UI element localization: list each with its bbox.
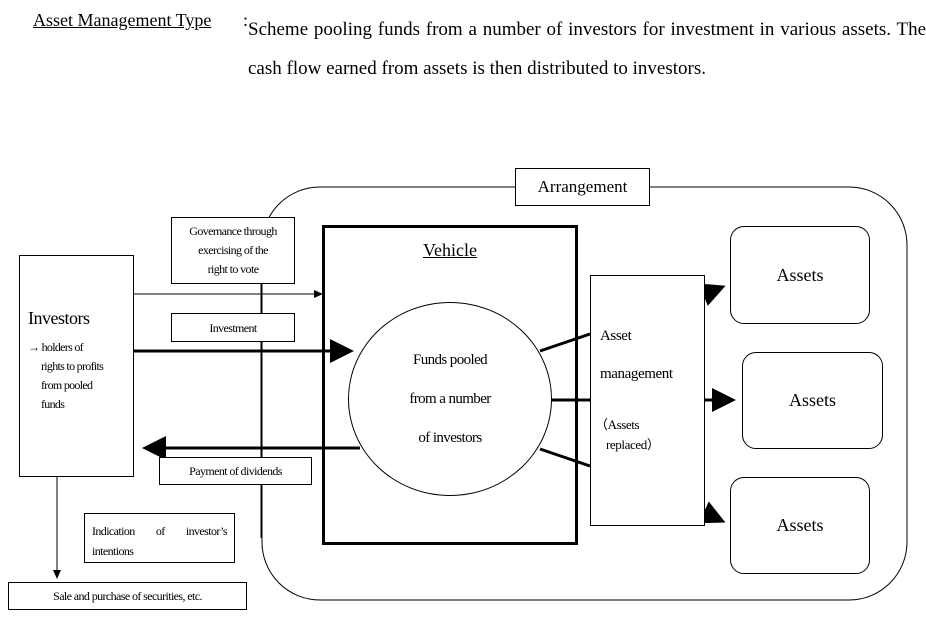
term-separator: : bbox=[243, 10, 249, 30]
investors-box: Investors → holders of rights to profits… bbox=[19, 255, 134, 477]
assets-box-2: Assets bbox=[742, 352, 883, 449]
funds-line-1: Funds pooled bbox=[412, 351, 488, 368]
sale-label: Sale and purchase of securities, etc. bbox=[8, 582, 247, 610]
asset-mgmt-line-1: Asset bbox=[600, 328, 632, 344]
asset-mgmt-line-2: management bbox=[600, 366, 673, 382]
asset-mgmt-line-3: （Assets bbox=[595, 417, 640, 432]
funds-to-management-bot bbox=[539, 447, 591, 468]
arrow-icon: → bbox=[28, 340, 40, 354]
management-to-assets-3 bbox=[698, 501, 726, 524]
vehicle-label: Vehicle bbox=[423, 240, 477, 260]
asset-mgmt-line-4: replaced） bbox=[606, 437, 660, 452]
payment-label: Payment of dividends bbox=[159, 457, 312, 485]
investors-desc-1: holders of bbox=[41, 340, 84, 354]
assets-box-1: Assets bbox=[730, 226, 870, 324]
investment-label: Investment bbox=[171, 313, 295, 342]
funds-pool: Funds pooled from a number of investors bbox=[348, 302, 552, 496]
asset-management-box: Asset management （Assets replaced） bbox=[590, 275, 705, 526]
investors-title: Investors bbox=[28, 308, 90, 328]
vehicle-box bbox=[322, 225, 578, 545]
governance-box: Governance through exercising of the rig… bbox=[171, 217, 295, 284]
funds-to-management-top bbox=[539, 332, 591, 353]
term-title: Asset Management Type bbox=[33, 10, 212, 30]
funds-line-2: from a number bbox=[409, 390, 491, 407]
funds-line-3: of investors bbox=[418, 429, 482, 446]
indication-label: Indication of investor’s intentions bbox=[84, 513, 235, 563]
investors-desc-4: funds bbox=[41, 397, 65, 411]
assets-box-3: Assets bbox=[730, 477, 870, 574]
investors-desc-3: from pooled bbox=[41, 378, 93, 392]
term-definition: Scheme pooling funds from a number of in… bbox=[248, 19, 926, 79]
investors-desc-2: rights to profits bbox=[41, 359, 104, 373]
management-to-assets-1 bbox=[698, 283, 726, 306]
arrangement-label: Arrangement bbox=[515, 168, 650, 206]
